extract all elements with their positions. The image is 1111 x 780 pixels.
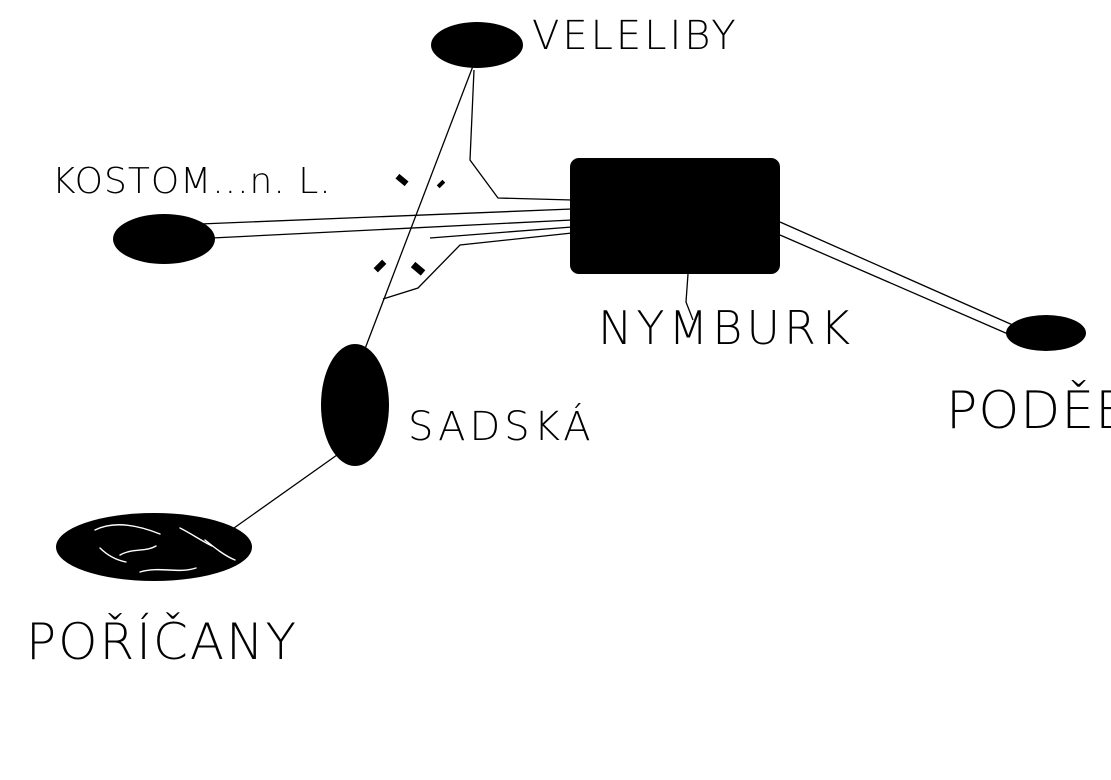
junction-mark <box>436 179 446 189</box>
label-nymburk: NYMBURK <box>598 301 854 355</box>
edge-sadska-nymburk <box>382 226 573 300</box>
label-veleliby: VELELIBY <box>532 13 739 59</box>
label-sadska: SADSKÁ <box>408 402 595 450</box>
node-podebrady <box>1006 315 1086 351</box>
nymburk-tick <box>685 273 694 321</box>
node-nymburk <box>570 158 780 274</box>
edge-veleliby-sadska <box>362 65 474 355</box>
nodes <box>56 22 1086 581</box>
edge-veleliby-nymburk <box>469 69 573 201</box>
edges <box>199 65 1016 529</box>
junction-mark <box>410 261 426 276</box>
labels: VELELIBY KOSTOM...n. L. NYMBURK PODĚB. S… <box>26 13 1111 671</box>
node-pricany <box>56 513 252 581</box>
node-veleliby <box>431 22 523 68</box>
junction-marks <box>373 173 446 276</box>
junction-mark <box>395 173 409 187</box>
edge-kostomlaty-nymburk <box>199 208 573 239</box>
junction-mark <box>373 259 387 273</box>
label-podebrady: PODĚB. <box>946 380 1111 441</box>
node-kostomlaty <box>113 214 215 264</box>
node-sadska <box>321 344 389 466</box>
edge-sadska-pricany <box>233 454 338 529</box>
label-kostomlaty: KOSTOM...n. L. <box>52 161 332 202</box>
edge-nymburk-podebrady <box>779 221 1016 335</box>
label-pricany: POŘÍČANY <box>26 612 298 671</box>
